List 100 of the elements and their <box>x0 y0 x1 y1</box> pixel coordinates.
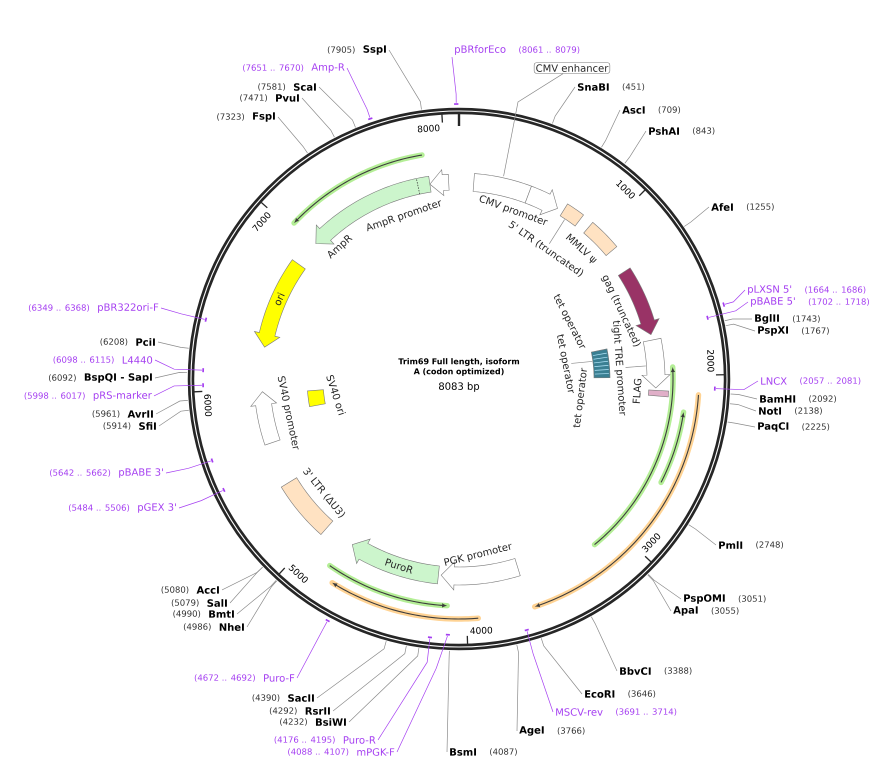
primer-label: Puro-F <box>264 674 294 682</box>
leader-line <box>452 56 457 104</box>
site-label: AgeI <box>519 726 544 736</box>
leader-line <box>503 73 564 176</box>
site-label: PshAI <box>649 127 679 135</box>
leader-line <box>154 384 202 396</box>
primer-mark <box>222 488 226 492</box>
leader-line <box>222 566 263 590</box>
leader-line <box>302 98 335 138</box>
position-label: (2092) <box>809 395 836 403</box>
position-label: (7323) <box>217 113 244 121</box>
site-label: PaqCI <box>758 422 788 432</box>
site-label: SacII <box>288 694 314 702</box>
feature-block <box>641 338 671 388</box>
leader-line <box>540 638 582 694</box>
primer-label: pBRforEco <box>455 45 506 55</box>
primer-label: LNCX <box>761 377 787 385</box>
leader-line <box>378 638 430 740</box>
leader-line <box>516 644 519 732</box>
leader-line <box>230 566 263 604</box>
leader-line <box>727 422 756 428</box>
tick-label: 8000 <box>418 124 440 132</box>
site-label: NheI <box>220 623 244 631</box>
position-label: (7581) <box>258 83 286 91</box>
leader-line <box>318 86 356 128</box>
primer-label: pGEX 3' <box>138 503 176 513</box>
site-label: RsrII <box>306 707 330 715</box>
position-label: (6349 .. 6368) <box>28 304 90 312</box>
site-label: SnaBI <box>578 83 609 91</box>
leader-line <box>570 361 592 364</box>
site-label: BamHI <box>760 395 796 403</box>
leader-line <box>724 318 752 322</box>
position-label: (1255) <box>746 203 774 211</box>
leader-line <box>684 206 710 227</box>
leader-line <box>316 640 387 698</box>
position-label: (1702 .. 1718) <box>808 298 869 306</box>
feature-box <box>560 204 584 226</box>
primer-mark <box>202 368 204 372</box>
position-label: (4088 .. 4107) <box>288 748 348 756</box>
leader-line <box>278 116 308 154</box>
primer-label: pRS-marker <box>94 391 152 401</box>
site-label: PciI <box>136 338 155 346</box>
site-label: BglII <box>755 314 779 324</box>
leader-line <box>154 360 202 371</box>
leader-line <box>647 574 672 612</box>
primer-label: Puro-R <box>344 736 376 744</box>
leader-line <box>154 372 188 378</box>
position-label: (3646) <box>628 690 656 698</box>
site-label: PmlI <box>719 541 742 549</box>
feature-block: PuroR <box>352 538 440 584</box>
position-label: (7471) <box>240 94 267 102</box>
site-label: PspXI <box>758 326 788 336</box>
leader-line <box>388 50 422 110</box>
leader-line <box>296 621 328 678</box>
position-label: (2057 .. 2081) <box>800 377 860 385</box>
position-label: (843) <box>693 127 714 135</box>
position-label: (3055) <box>712 607 738 615</box>
primer-label: pBR322ori-F <box>98 303 158 313</box>
primer-mark <box>446 634 450 636</box>
position-label: (5998 .. 6017) <box>24 392 85 400</box>
leader-line <box>346 68 370 118</box>
feature-label: FLAG <box>632 378 642 404</box>
leader-line <box>708 302 748 318</box>
primer-label: mPGK-F <box>357 748 394 756</box>
site-label: BbvCI <box>620 667 651 675</box>
leader-line <box>166 460 212 474</box>
position-label: (5079) <box>172 599 199 607</box>
position-label: (709) <box>658 106 680 114</box>
plasmid-name: Trim69 Full length, isoform A (codon optimized) <box>398 358 520 376</box>
size-label: 8083 bp <box>439 382 480 392</box>
position-label: (5914) <box>104 422 130 430</box>
position-label: (5080) <box>162 586 188 594</box>
primer-label: pLXSN 5' <box>748 285 792 295</box>
leader-line <box>160 308 206 320</box>
leader-line <box>716 380 758 390</box>
leader-line <box>730 394 758 400</box>
position-label: (8061 .. 8079) <box>519 46 580 54</box>
position-label: (6208) <box>100 338 128 346</box>
leader-line <box>624 130 646 164</box>
leader-line <box>396 636 448 752</box>
leader-line <box>552 86 576 124</box>
position-label: (2225) <box>802 423 830 431</box>
position-label: (3691 .. 3714) <box>616 708 676 716</box>
position-label: (7651 .. 7670) <box>243 64 304 72</box>
primer-label: pBABE 5' <box>751 297 795 307</box>
leader-line <box>724 290 746 305</box>
tick-label: 4000 <box>470 626 492 634</box>
tick-label: 6000 <box>204 394 212 416</box>
leader-line <box>590 616 618 672</box>
position-label: (3388) <box>664 667 692 675</box>
site-label: AfeI <box>711 203 733 211</box>
leader-line <box>725 324 756 332</box>
site-label: AccI <box>196 586 219 594</box>
site-label: AvrII <box>128 410 153 418</box>
site-label: SspI <box>364 45 386 55</box>
primer-mark <box>325 618 330 622</box>
leader-line <box>158 342 190 349</box>
leader-line <box>730 403 756 412</box>
leader-line <box>348 648 420 722</box>
position-label: (4087) <box>490 748 517 756</box>
